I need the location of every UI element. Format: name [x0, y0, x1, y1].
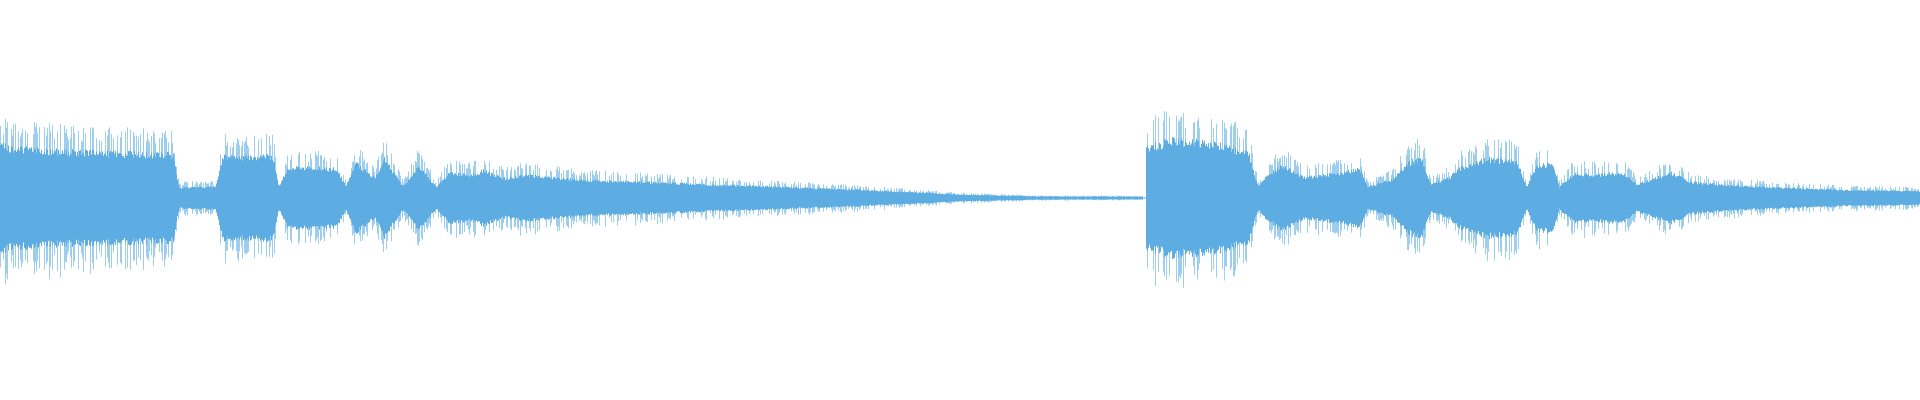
waveform-segment-a	[0, 118, 1143, 285]
waveform-body	[0, 143, 1143, 253]
waveform-segment-b	[1146, 111, 1920, 289]
waveform-body	[1146, 137, 1920, 259]
